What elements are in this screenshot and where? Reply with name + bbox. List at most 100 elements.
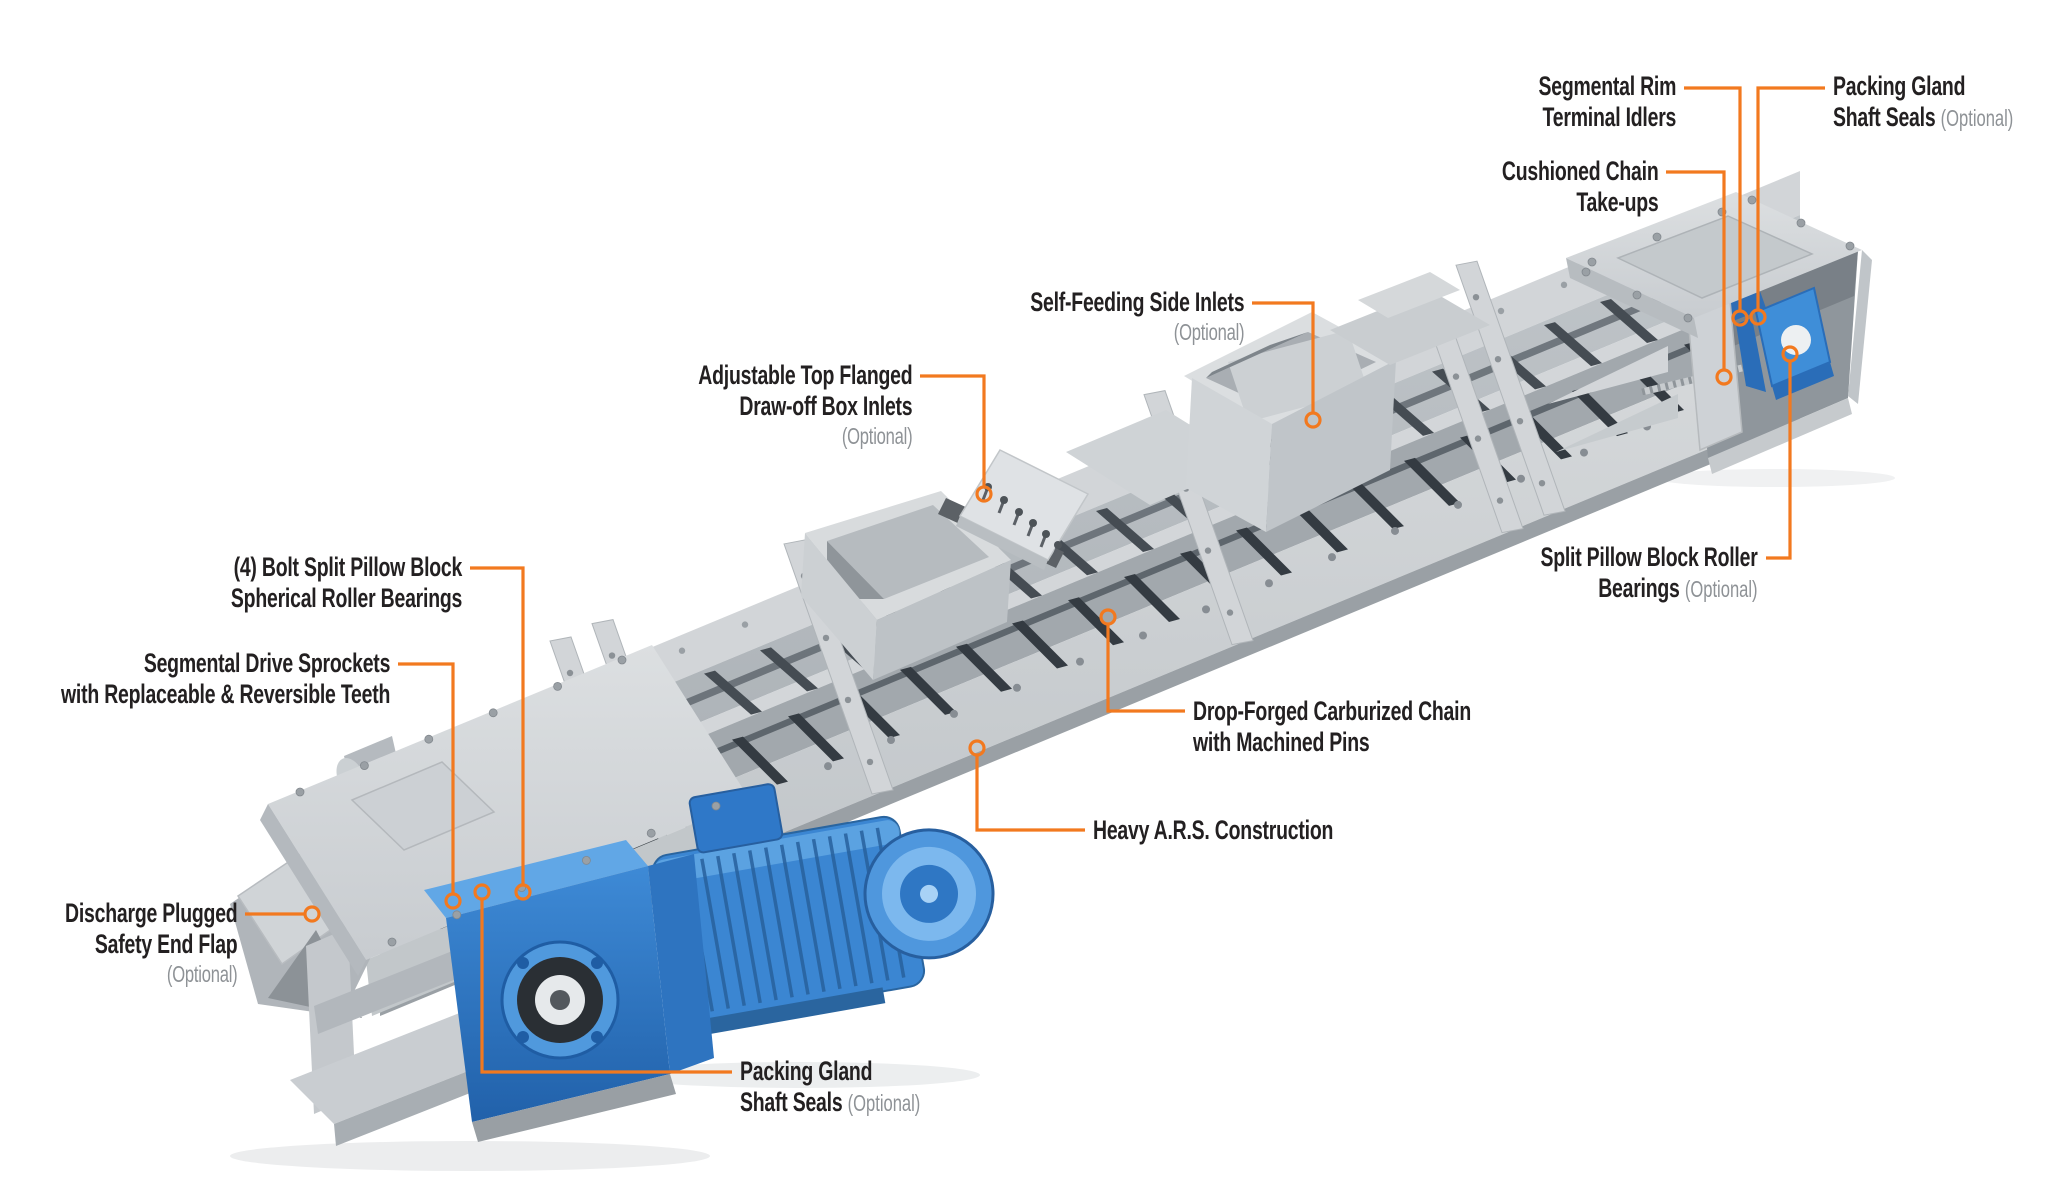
wall-bolt: [887, 736, 895, 745]
flight: [1124, 574, 1180, 623]
tail-end: [1548, 192, 1872, 474]
ground-shadows: [230, 469, 1895, 1171]
callout-adjustable-top-flanged-draw-off: Adjustable Top Flanged Draw-off Box Inle…: [698, 360, 912, 451]
wall-bolt: [1265, 579, 1273, 588]
callout-line: Terminal Idlers: [1542, 102, 1676, 132]
callout-point-drop-forged: [1099, 608, 1117, 626]
callout-line: Segmental Rim: [1538, 71, 1676, 101]
take-up-wedge-upper: [1548, 346, 1668, 404]
cover-bolt: [359, 761, 369, 770]
callout-line: with Machined Pins: [1193, 727, 1370, 757]
motor-fin: [700, 858, 730, 1009]
frame-bolt: [1538, 479, 1546, 487]
callout-point-packing-gland-top: [1749, 308, 1767, 326]
callout-line: Self-Feeding Side Inlets: [1029, 287, 1244, 317]
generated-bolts: [295, 195, 1855, 947]
take-up-wedge-lower: [1556, 394, 1678, 452]
motor-fin: [843, 833, 874, 984]
cover-bolt: [1581, 267, 1591, 277]
callout-line: Drop-Forged Carburized Chain: [1193, 696, 1471, 726]
wall-bolt: [1328, 553, 1336, 562]
motor-cap-hub: [920, 884, 939, 903]
frame-bolt: [566, 669, 574, 677]
leader-packing-gland-bottom: [480, 900, 732, 1074]
cover-bolt: [1747, 195, 1757, 205]
callout-heavy-ars-construction: Heavy A.R.S. Construction: [1093, 815, 1333, 846]
motor-fin: [795, 841, 826, 992]
cover-bolt: [452, 910, 462, 920]
wall-bolt: [1013, 683, 1021, 692]
leader-drop-forged: [1106, 625, 1185, 713]
side-inlet-box: [1184, 272, 1490, 532]
cover-bolt: [1683, 313, 1693, 323]
callout-four-bolt-split-pillow-block: (4) Bolt Split Pillow Block Spherical Ro…: [231, 552, 462, 614]
rail-bolt: [1560, 281, 1568, 289]
hopper-left-face: [801, 533, 877, 680]
flight: [1012, 620, 1068, 669]
callout-line: Packing Gland: [1833, 71, 1966, 101]
callout-line: Cushioned Chain: [1501, 156, 1658, 186]
motor-foot: [705, 987, 886, 1035]
cover-bolt: [295, 787, 305, 797]
flight: [732, 736, 788, 785]
cover-bolt: [1845, 241, 1855, 251]
drive-gearmotor: [424, 783, 995, 1142]
leader-split-pillow: [1766, 362, 1792, 560]
callout-point-drive-sprockets: [444, 892, 462, 910]
inlet-left-face: [1186, 378, 1272, 532]
callout-packing-gland-shaft-seals-bottom: Packing Gland Shaft Seals (Optional): [740, 1056, 920, 1119]
inlet-interior-shadow: [1206, 332, 1308, 378]
callout-drop-forged-carburized-chain: Drop-Forged Carburized Chain with Machin…: [1193, 696, 1471, 758]
callout-point-self-feeding: [1304, 411, 1322, 429]
cover-bolt: [1652, 232, 1662, 242]
callout-point-four-bolt: [514, 883, 532, 901]
callout-line: Shaft Seals (Optional): [1833, 102, 2014, 132]
callout-line: Heavy A.R.S. Construction: [1093, 815, 1334, 845]
tail-right-edge: [1848, 250, 1872, 404]
flight: [900, 666, 956, 715]
motor-fin: [716, 855, 746, 1007]
leader-heavy-ars: [975, 756, 1085, 832]
rail-bolt: [741, 621, 749, 628]
hub-lug: [517, 957, 529, 969]
frame-bolt: [1494, 355, 1502, 363]
flight: [1544, 322, 1602, 367]
cover-bolt: [1632, 290, 1642, 300]
optional-tag: (Optional): [166, 961, 237, 987]
motor-highlight: [653, 820, 900, 884]
flight: [1404, 457, 1460, 506]
hopper-front-face: [873, 560, 1011, 680]
hopper-interior: [827, 505, 989, 599]
tail-bearing-side: [1736, 318, 1766, 392]
callout-line: Draw-off Box Inlets: [738, 391, 912, 421]
tail-bottom-lip: [1708, 398, 1852, 474]
flight: [760, 647, 818, 692]
cover-bolt: [424, 734, 434, 744]
rail-bolt: [678, 647, 686, 654]
flange-plate-edge: [956, 516, 1048, 570]
gearbox-flange: [648, 854, 714, 1074]
callout-segmental-drive-sprockets: Segmental Drive Sprockets with Replaceab…: [61, 648, 390, 710]
flight: [788, 713, 844, 762]
optional-tag: (Optional): [1685, 576, 1758, 602]
callout-line: Split Pillow Block Roller: [1540, 542, 1758, 572]
optional-tag: (Optional): [1173, 319, 1244, 345]
wall-bolt: [1517, 474, 1525, 483]
callout-discharge-plugged-safety-end-flap: Discharge Plugged Safety End Flap (Optio…: [65, 898, 238, 989]
tail-cover-small-plate: [1616, 215, 1814, 299]
leader-four-bolt: [470, 566, 525, 884]
cover-bolt: [582, 856, 591, 865]
frame-bolt: [822, 634, 830, 642]
callout-packing-gland-shaft-seals-top: Packing Gland Shaft Seals (Optional): [1833, 71, 2013, 134]
leader-self-feeding: [1252, 301, 1315, 412]
frame-bolt: [1226, 609, 1234, 616]
flight: [1600, 298, 1658, 343]
callout-segmental-rim-terminal-idlers: Segmental Rim Terminal Idlers: [1538, 71, 1676, 133]
motor-fin: [763, 847, 794, 998]
gearbox-hub-bore: [550, 990, 570, 1010]
leader-adjustable-top: [920, 374, 986, 486]
inlet-rear-upstand: [1358, 272, 1460, 318]
inlet-front-face: [1266, 360, 1396, 532]
optional-tag: (Optional): [1940, 105, 2014, 131]
